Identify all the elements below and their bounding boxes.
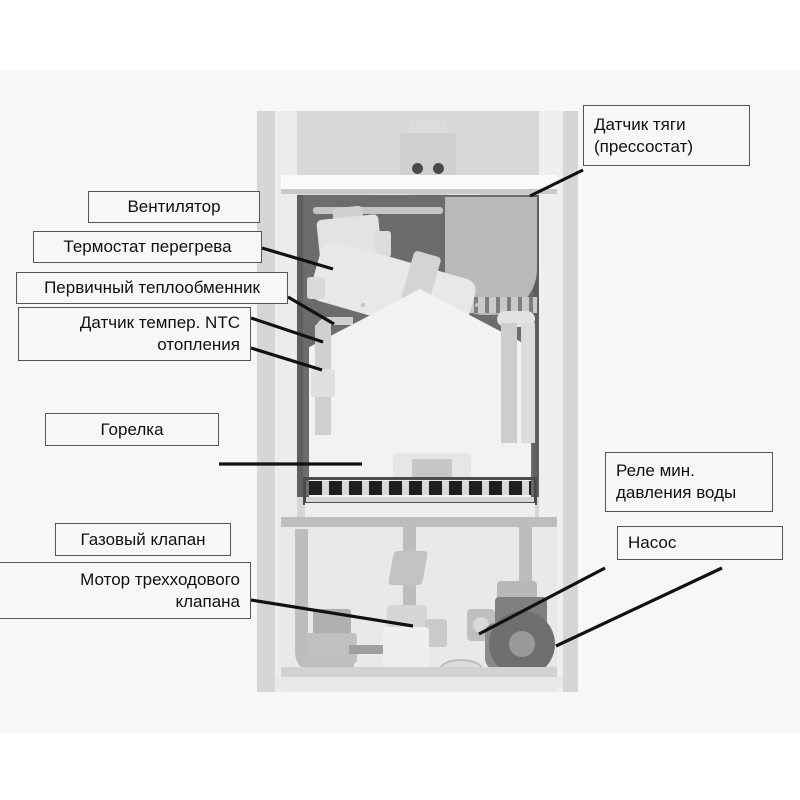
right-pipe-primary <box>501 323 517 443</box>
callout-pump[interactable]: Насос <box>617 526 783 560</box>
callout-primary-heat-exchanger[interactable]: Первичный теплообменник <box>16 272 288 304</box>
burner-frame <box>303 477 537 505</box>
boiler-illustration <box>257 111 578 692</box>
draft-port-icon <box>412 163 423 174</box>
right-pipe-secondary <box>521 323 535 443</box>
callout-gas-valve[interactable]: Газовый клапан <box>55 523 231 556</box>
callout-min-water-pressure-relay[interactable]: Реле мин. давления воды <box>605 452 773 512</box>
draft-port-secondary-icon <box>433 163 444 174</box>
hydraulic-compartment-floor <box>281 667 557 679</box>
pump-hub-icon <box>509 631 535 657</box>
callout-burner[interactable]: Горелка <box>45 413 219 446</box>
callout-draft-sensor[interactable]: Датчик тяги (прессостат) <box>583 105 750 166</box>
three-way-valve-actuator <box>425 619 447 647</box>
gas-valve-body <box>307 633 357 663</box>
chamber-rail-strip <box>313 207 443 214</box>
fan-mounting-clip <box>307 277 325 299</box>
callout-fan[interactable]: Вентилятор <box>88 191 260 223</box>
burner-part <box>309 481 531 495</box>
heat-exchanger-screw-secondary-icon <box>475 303 479 307</box>
callout-overheat-thermostat[interactable]: Термостат перегрева <box>33 231 262 263</box>
three-way-valve-pipe-bend <box>388 551 428 585</box>
callout-three-way-valve-motor[interactable]: Мотор трехходового клапана <box>0 562 251 619</box>
upper-panel-rail-shadow <box>281 189 557 194</box>
overheat-thermostat-part <box>375 231 391 257</box>
hydraulic-compartment-shelf <box>281 517 557 527</box>
boiler-photograph <box>257 111 578 692</box>
upper-panel-rail <box>281 175 557 189</box>
heat-exchanger-screw-icon <box>361 303 365 307</box>
callout-ntc-heating-temp-sensor[interactable]: Датчик темпер. NTC отопления <box>18 307 251 361</box>
gas-inlet-pipe <box>295 529 308 639</box>
boiler-bottom-edge <box>275 677 563 687</box>
flue-cap <box>409 119 447 135</box>
ntc-sensor-part <box>311 369 335 397</box>
gas-manifold-pipe <box>349 645 409 654</box>
burner-base <box>305 503 535 517</box>
heat-exchanger-inspection-window <box>412 459 452 479</box>
